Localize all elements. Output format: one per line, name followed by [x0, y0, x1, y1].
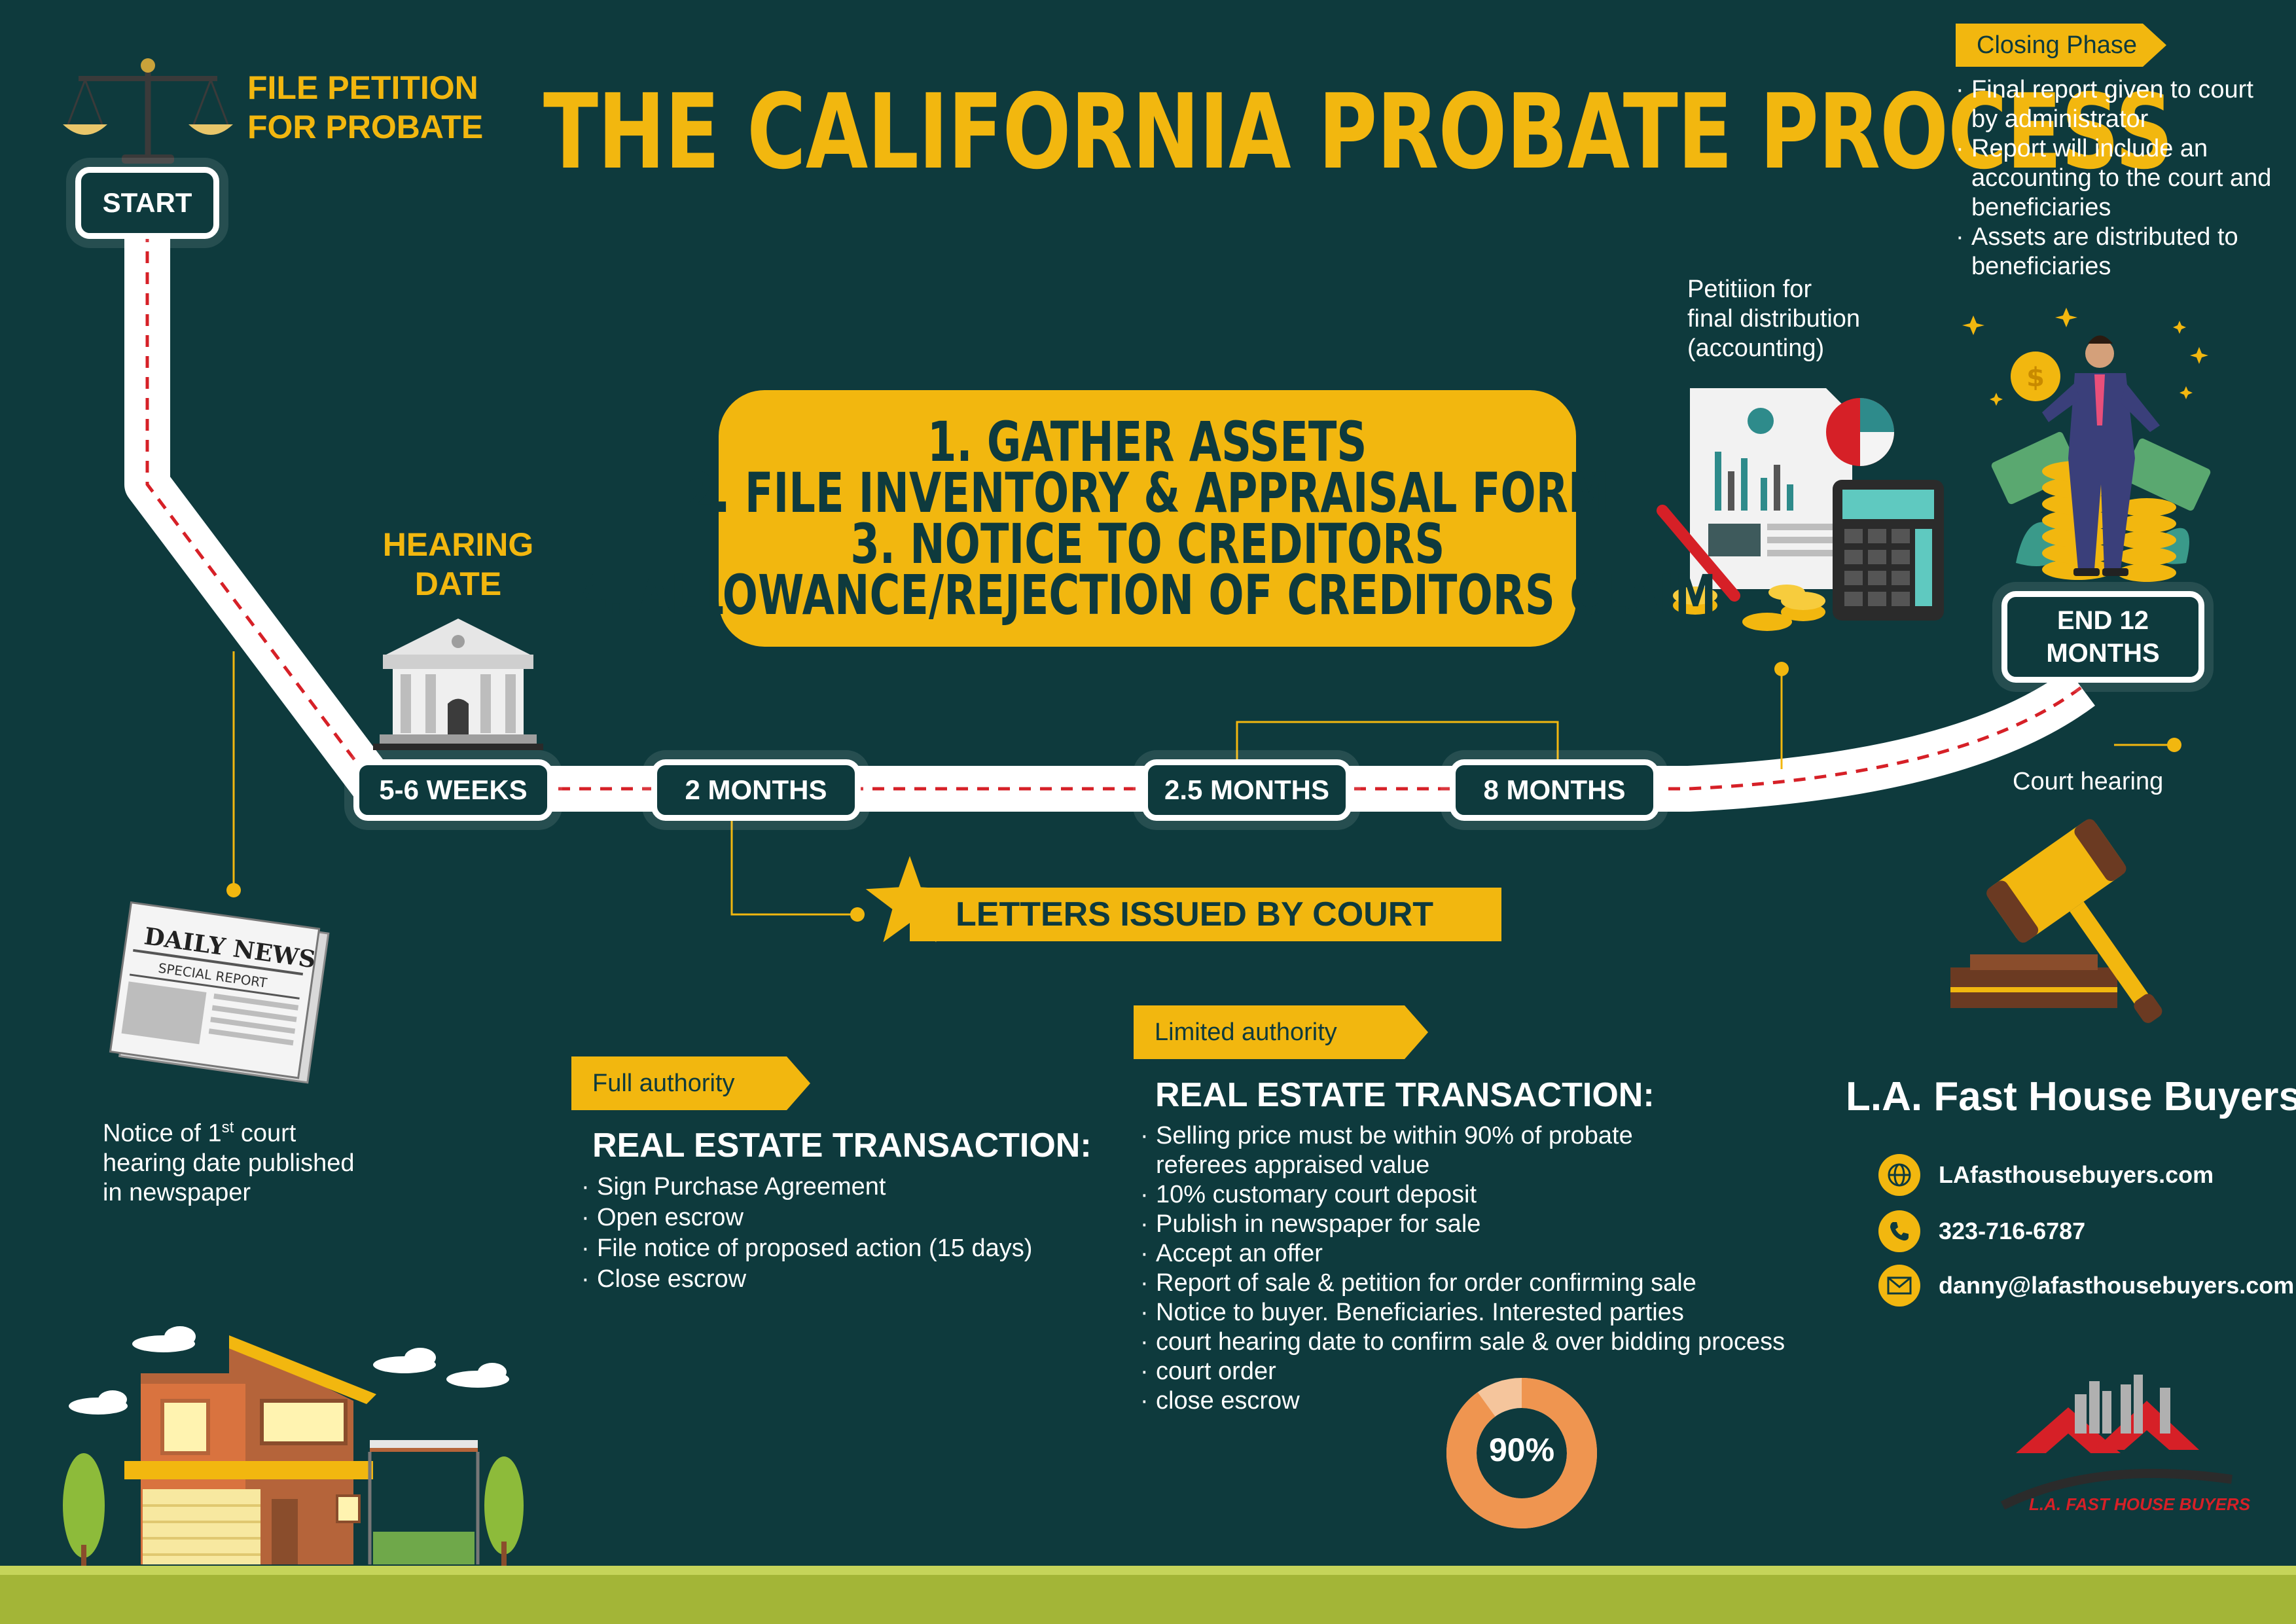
- house-illustration: [63, 1335, 524, 1571]
- mail-icon: [1878, 1265, 1920, 1307]
- limited-authority-item: close escrow: [1140, 1386, 1899, 1416]
- newspaper-caption: Notice of 1st court hearing date publish…: [103, 1113, 443, 1208]
- full-authority-list: Sign Purchase Agreement Open escrow File…: [581, 1172, 1105, 1295]
- newspaper-icon: DAILY NEWS SPECIAL REPORT: [109, 901, 330, 1084]
- caption-sup: st: [221, 1119, 234, 1136]
- closing-phase-tag: Closing Phase: [1956, 24, 2166, 67]
- donut-label: 90%: [1488, 1432, 1555, 1468]
- contact-email[interactable]: danny@lafasthousebuyers.com: [1878, 1265, 2294, 1307]
- full-authority-tag: Full authority: [571, 1056, 810, 1110]
- caption-text: Notice of 1: [103, 1119, 222, 1147]
- full-authority-item: Close escrow: [581, 1264, 1105, 1295]
- petition-final-label: Petitiion for final distribution (accoun…: [1687, 276, 1861, 362]
- milestone-start: START: [75, 167, 219, 239]
- connector-dots: [226, 662, 2181, 922]
- page-title: THE CALIFORNIA PROBATE PROCESS: [543, 72, 2174, 192]
- limited-authority-item: Accept an offer: [1140, 1239, 1899, 1269]
- step-item: 3. NOTICE TO CREDITORS: [850, 512, 1444, 576]
- phone-text: 323-716-6787: [1939, 1218, 2086, 1244]
- email-text: danny@lafasthousebuyers.com: [1939, 1272, 2295, 1299]
- company-logo: [2000, 1375, 2233, 1510]
- contact-website[interactable]: LAfasthousebuyers.com: [1878, 1154, 2214, 1196]
- letters-issued-banner: LETTERS ISSUED BY COURT: [910, 888, 1501, 941]
- limited-authority-item: court order: [1140, 1357, 1899, 1386]
- full-authority-item: Sign Purchase Agreement: [581, 1172, 1105, 1202]
- limited-authority-item: Notice to buyer. Beneficiaries. Interest…: [1140, 1298, 1899, 1327]
- limited-authority-item: Selling price must be within 90% of prob…: [1140, 1121, 1719, 1180]
- limited-authority-item: 10% customary court deposit: [1140, 1180, 1899, 1210]
- step-item: 1. GATHER ASSETS: [927, 410, 1367, 474]
- gavel-icon: [1950, 819, 2162, 1023]
- milestone-5-6-weeks: 5-6 WEEKS: [353, 759, 553, 821]
- step-item: 2. FILE INVENTORY & APPRAISAL FORM: [685, 461, 1610, 525]
- full-authority-item: Open escrow: [581, 1202, 1105, 1233]
- courthouse-icon: [373, 619, 543, 750]
- closing-phase-item: Final report given to court by administr…: [1956, 75, 2283, 134]
- court-hearing-label: Court hearing: [2013, 768, 2164, 795]
- file-petition-label: FILE PETITION FOR PROBATE: [247, 69, 484, 145]
- limited-authority-item: Report of sale & petition for order conf…: [1140, 1269, 1899, 1298]
- steps-box: 1. GATHER ASSETS 2. FILE INVENTORY & APP…: [579, 390, 1716, 647]
- svg-text:$: $: [2026, 363, 2045, 393]
- limited-authority-item: Publish in newspaper for sale: [1140, 1210, 1899, 1239]
- closing-phase-list: Final report given to court by administr…: [1956, 75, 2283, 281]
- milestone-2-5-months: 2.5 MONTHS: [1142, 759, 1352, 821]
- website-text: LAfasthousebuyers.com: [1939, 1161, 2214, 1188]
- globe-icon: [1878, 1154, 1920, 1196]
- scales-icon: [63, 58, 233, 164]
- connector-lines: [232, 651, 2174, 916]
- milestone-2-months: 2 MONTHS: [651, 759, 861, 821]
- limited-authority-tag: Limited authority: [1134, 1005, 1428, 1059]
- company-name: L.A. Fast House Buyers: [1846, 1074, 2296, 1119]
- clouds: [69, 1326, 509, 1415]
- full-authority-heading: REAL ESTATE TRANSACTION:: [592, 1127, 1092, 1164]
- ground-grass: [0, 1566, 2296, 1624]
- limited-authority-heading: REAL ESTATE TRANSACTION:: [1155, 1076, 1655, 1114]
- step-item: 4. ALLOWANCE/REJECTION OF CREDITORS CLAI…: [579, 563, 1716, 627]
- milestone-end-12-months: END 12 MONTHS: [2001, 591, 2204, 683]
- caption-text-rest: court hearing date published in newspape…: [103, 1119, 355, 1206]
- limited-authority-item: court hearing date to confirm sale & ove…: [1140, 1327, 1899, 1357]
- full-authority-item: File notice of proposed action (15 days): [581, 1233, 1105, 1264]
- phone-icon: [1878, 1210, 1920, 1252]
- businessman-illustration: $: [1962, 308, 2211, 582]
- accounting-illustration: [1657, 388, 1944, 631]
- closing-phase-item: Report will include an accounting to the…: [1956, 134, 2283, 223]
- closing-phase-item: Assets are distributed to beneficiaries: [1956, 223, 2283, 281]
- milestone-8-months: 8 MONTHS: [1450, 759, 1659, 821]
- hearing-date-label: HEARING DATE: [382, 526, 534, 602]
- contact-phone[interactable]: 323-716-6787: [1878, 1210, 2085, 1252]
- limited-authority-list: Selling price must be within 90% of prob…: [1140, 1121, 1899, 1416]
- company-logo-text: L.A. FAST HOUSE BUYERS: [2029, 1494, 2251, 1514]
- timeline-road-dash: [145, 209, 2083, 791]
